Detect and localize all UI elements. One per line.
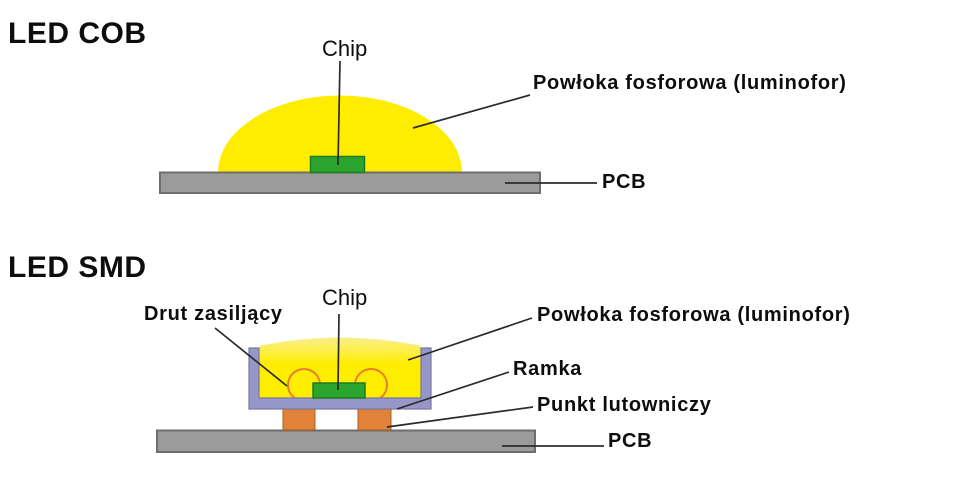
smd-wire-label: Drut zasiljący (144, 303, 283, 325)
smd-phosphor-pointer-line (407, 317, 533, 361)
smd-wire-pointer-line (214, 327, 288, 387)
smd-solder-label: Punkt lutowniczy (537, 394, 712, 416)
smd-phosphor-label: Powłoka fosforowa (luminofor) (537, 304, 851, 326)
smd-solder-pointer-line (386, 406, 534, 428)
smd-solder-pad-left (282, 408, 316, 431)
cob-pcb-rect (159, 171, 541, 194)
smd-frame-label: Ramka (513, 358, 583, 380)
smd-chip-label: Chip (322, 285, 368, 310)
cob-pcb-label: PCB (602, 171, 647, 193)
smd-chip-pointer-line (337, 313, 340, 391)
cob-diagram (159, 60, 597, 194)
smd-pcb-label: PCB (608, 430, 653, 452)
cob-chip-pointer-line (337, 60, 341, 166)
smd-frame-pointer-line (396, 371, 510, 410)
smd-pcb-rect (156, 429, 536, 453)
cob-phosphor-pointer-line (412, 94, 531, 129)
cob-phosphor-dome (218, 95, 462, 173)
cob-chip-label: Chip (322, 36, 368, 61)
smd-phosphor-fill (259, 337, 421, 398)
cob-section-title: LED COB (8, 17, 147, 50)
smd-solder-pad-right (357, 408, 392, 431)
smd-diagram (156, 313, 604, 453)
smd-chip-rect (312, 382, 366, 399)
smd-section-title: LED SMD (8, 251, 147, 284)
cob-phosphor-label: Powłoka fosforowa (luminofor) (533, 72, 847, 94)
